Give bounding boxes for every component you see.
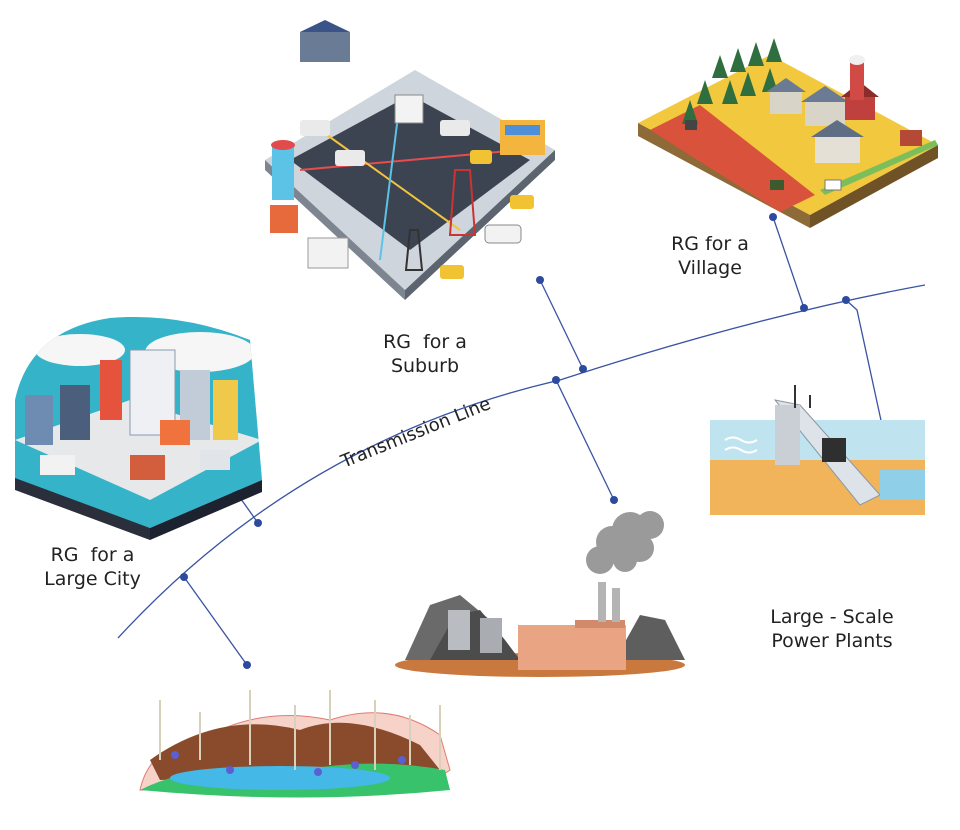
connector-wind xyxy=(183,576,248,666)
wind-farm-illustration xyxy=(139,690,451,798)
connector-suburb xyxy=(539,279,584,370)
connector-hydro xyxy=(845,299,883,426)
label-suburb-line2: Suburb xyxy=(390,355,460,377)
label-suburb-line1: RG for a xyxy=(383,331,467,353)
city-illustration xyxy=(15,316,262,540)
label-city: RG for a Large City xyxy=(25,543,160,591)
village-illustration xyxy=(638,38,938,228)
label-city-line1: RG for a xyxy=(50,544,135,566)
node-wind xyxy=(243,661,251,669)
connectors xyxy=(183,216,883,666)
transmission-line xyxy=(117,284,926,639)
node-village-line xyxy=(800,304,808,312)
node-suburb-line xyxy=(579,365,587,373)
label-power-plants-line2: Power Plants xyxy=(771,630,893,652)
node-wind-line xyxy=(180,573,188,581)
label-village: RG for a Village xyxy=(655,232,765,280)
node-coal xyxy=(610,496,618,504)
node-coal-line xyxy=(552,376,560,384)
suburb-illustration xyxy=(265,20,555,300)
label-power-plants: Large - Scale Power Plants xyxy=(752,605,912,653)
hydro-plant-illustration xyxy=(710,385,925,515)
connector-coal xyxy=(555,379,615,501)
node-city-line xyxy=(254,519,262,527)
node-suburb xyxy=(536,276,544,284)
label-suburb: RG for a Suburb xyxy=(370,330,480,378)
node-village xyxy=(769,213,777,221)
label-city-line2: Large City xyxy=(44,568,141,590)
label-village-line1: RG for a xyxy=(671,233,749,255)
label-village-line2: Village xyxy=(678,257,742,279)
connector-village xyxy=(772,216,805,309)
node-hydro-line xyxy=(842,296,850,304)
coal-plant-illustration xyxy=(395,511,685,677)
label-power-plants-line1: Large - Scale xyxy=(770,606,894,628)
